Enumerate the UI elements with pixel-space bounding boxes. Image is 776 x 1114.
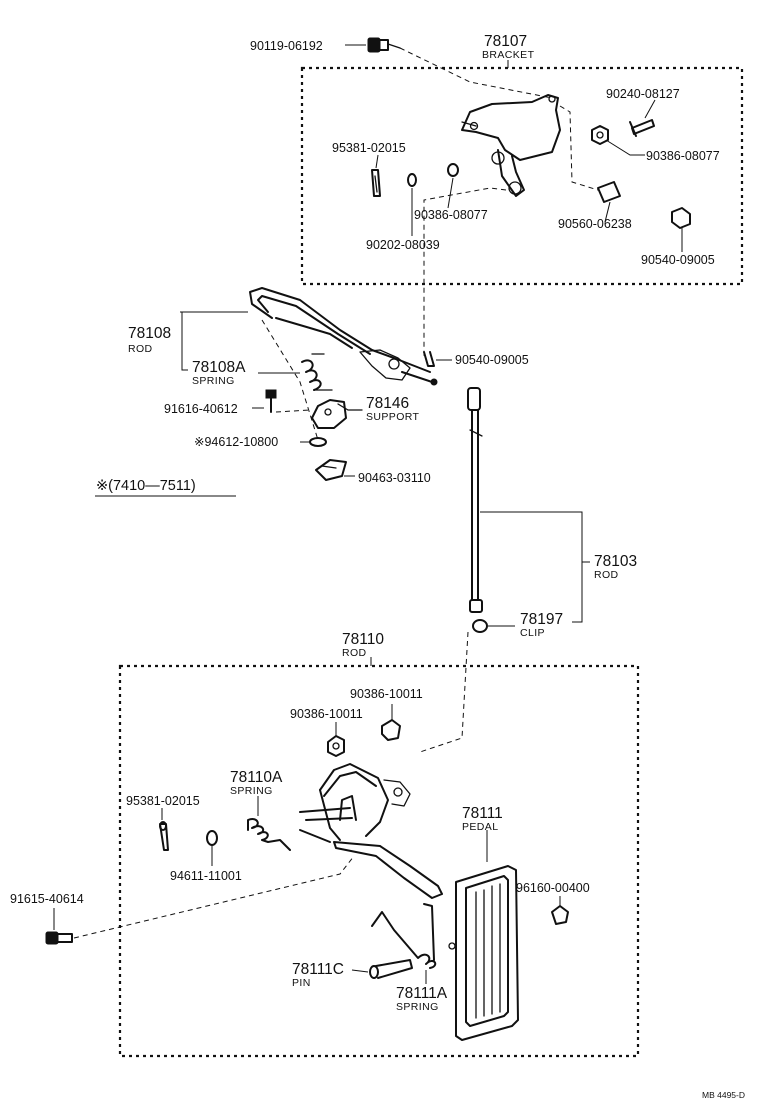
reference-code: MB 4495-D [702, 1090, 745, 1100]
label-78110: 78110 [342, 631, 384, 648]
caption-rod-78110: ROD [342, 647, 367, 659]
caption-rod-78108: ROD [128, 343, 153, 355]
label-95381-02015-bottom: 95381-02015 [126, 794, 200, 808]
label-95381-02015-top: 95381-02015 [332, 141, 406, 155]
clip-icon [315, 459, 347, 481]
bolt-icon [367, 37, 401, 53]
label-78111a: 78111A [396, 985, 448, 1002]
spring-icon [301, 353, 333, 391]
caption-spring-78108a: SPRING [192, 375, 235, 387]
nut-icon [671, 207, 691, 229]
label-90386-08077-right: 90386-08077 [646, 149, 720, 163]
label-78197: 78197 [520, 611, 563, 628]
cotter-pin-icon [159, 821, 169, 851]
nut-icon [447, 163, 459, 177]
rod-78108-part [249, 287, 438, 386]
label-78111: 78111 [462, 805, 503, 822]
nut-icon [381, 719, 401, 741]
caption-support: SUPPORT [366, 411, 420, 423]
note-7410-7511: ※(7410—7511) [96, 478, 196, 494]
nut-icon [591, 125, 609, 145]
caption-clip: CLIP [520, 627, 545, 639]
washer-icon [407, 173, 417, 187]
washer-icon [206, 830, 218, 846]
spring-icon [247, 818, 291, 851]
label-90560-06238: 90560-06238 [558, 217, 632, 231]
support-icon [311, 399, 363, 429]
rod-group-box [118, 664, 640, 1058]
label-94612-10800: ※94612-10800 [194, 435, 278, 449]
bracket-part [461, 94, 561, 197]
label-78111c: 78111C [292, 961, 344, 978]
caption-bracket: BRACKET [482, 49, 535, 61]
label-78108a: 78108A [192, 359, 246, 376]
label-90540-09005-mid: 90540-09005 [455, 353, 529, 367]
label-90386-10011-left: 90386-10011 [290, 707, 363, 721]
washer-icon [309, 437, 327, 447]
label-90386-10011-right: 90386-10011 [350, 687, 423, 701]
cotter-pin-icon [371, 169, 381, 197]
spring-icon [371, 903, 437, 969]
pedal-lever-part [299, 763, 443, 899]
nut-icon [327, 735, 345, 757]
label-91616-40612: 91616-40612 [164, 402, 238, 416]
bolt-icon [265, 389, 277, 413]
pin-icon [369, 959, 413, 979]
pedal-icon [448, 865, 519, 1041]
caption-pedal: PEDAL [462, 821, 498, 833]
clip-icon [472, 619, 488, 633]
cap-icon [551, 905, 569, 925]
label-96160-00400: 96160-00400 [516, 881, 590, 895]
bracket-group-box [300, 66, 744, 286]
label-90540-09005-top: 90540-09005 [641, 253, 715, 267]
label-78110a: 78110A [230, 769, 283, 786]
bushing-icon [597, 181, 621, 203]
label-90202-08039: 90202-08039 [366, 238, 440, 252]
caption-pin: PIN [292, 977, 311, 989]
label-78108: 78108 [128, 325, 171, 342]
label-94611-11001: 94611-11001 [170, 869, 242, 883]
label-90119-06192: 90119-06192 [250, 39, 323, 53]
label-78107: 78107 [484, 33, 527, 50]
bolt-icon [45, 931, 73, 945]
caption-rod-78103: ROD [594, 569, 619, 581]
caption-spring-78111a: SPRING [396, 1001, 439, 1013]
label-78146: 78146 [366, 395, 409, 412]
pin-icon [629, 119, 655, 137]
rod-78103-part [467, 387, 483, 613]
caption-spring-78110a: SPRING [230, 785, 273, 797]
label-78103: 78103 [594, 553, 637, 570]
clip-icon [423, 351, 435, 367]
label-90386-08077-left: 90386-08077 [414, 208, 488, 222]
label-90463-03110: 90463-03110 [358, 471, 431, 485]
label-90240-08127: 90240-08127 [606, 87, 680, 101]
label-91615-40614: 91615-40614 [10, 892, 84, 906]
